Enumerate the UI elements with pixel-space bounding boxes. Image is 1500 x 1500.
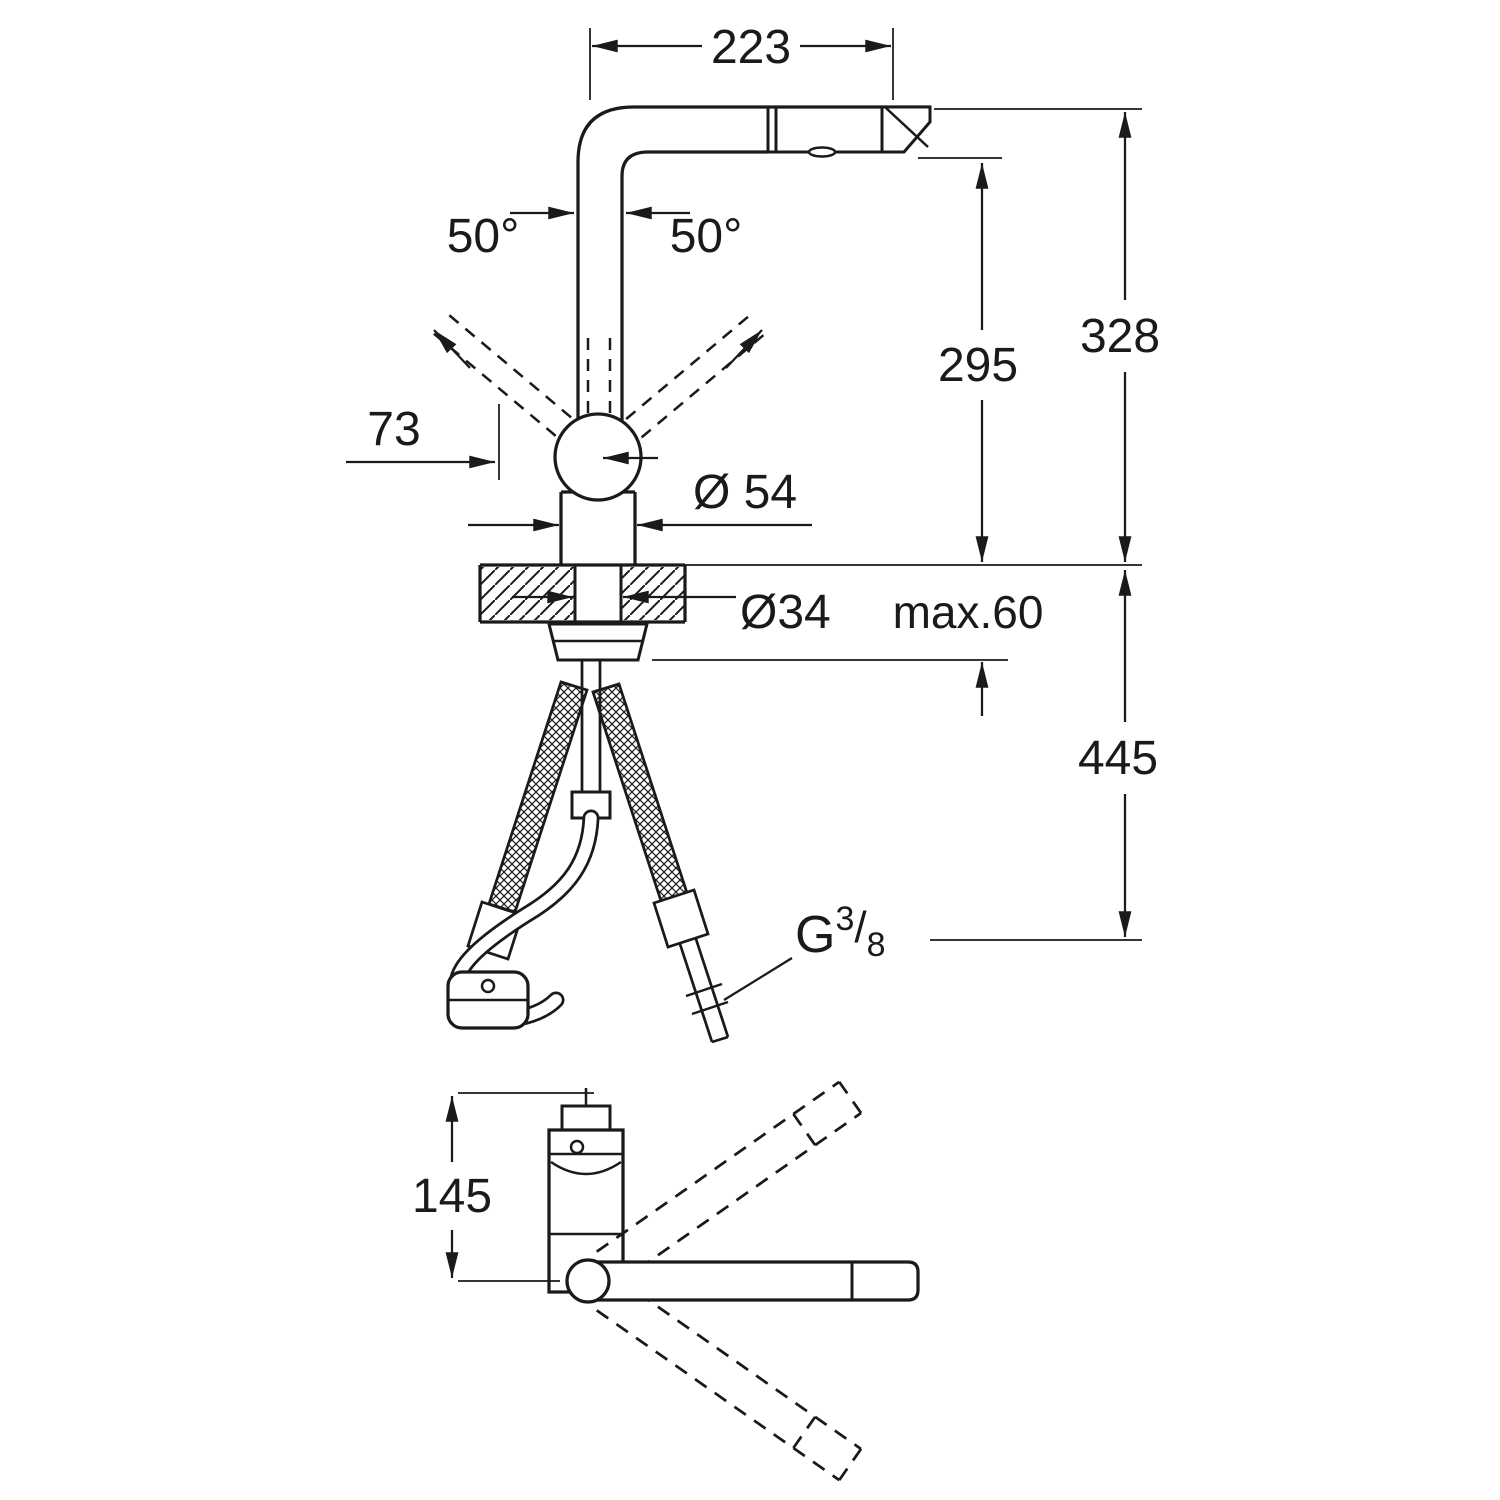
- thread-mark-2: [691, 1000, 729, 1016]
- dimension-73: 73: [346, 403, 658, 480]
- handle-position-neutral: [586, 338, 612, 428]
- faucet-spout-pipe: [576, 105, 930, 430]
- dimension-diameter-34: Ø34: [512, 586, 831, 639]
- spray-button: [807, 146, 837, 158]
- thread-mark-1: [685, 982, 723, 998]
- deck-hatch-right: [621, 567, 685, 620]
- faucet-base-column: [559, 490, 637, 565]
- thread-denominator: 8: [867, 926, 886, 964]
- below-deck-assembly: [446, 565, 730, 1044]
- spout-swivel-up: [595, 1080, 863, 1284]
- dimension-328: 328: [685, 108, 1160, 566]
- dim-g38-label: G3/8: [795, 900, 886, 964]
- deck-cross-section: [478, 563, 687, 624]
- dimension-145: 145: [412, 1092, 594, 1282]
- spout-pivot: [565, 1258, 611, 1304]
- supply-hose-right: [591, 682, 730, 1044]
- spray-head: [766, 105, 932, 158]
- dimension-angle-left: 50°: [433, 206, 574, 369]
- dim-angle-left-label: 50°: [447, 210, 520, 263]
- dim-34-label: Ø34: [740, 586, 831, 639]
- hose-weight: [446, 970, 530, 1030]
- spray-nozzle: [880, 105, 932, 154]
- dim-295-label: 295: [938, 339, 1018, 392]
- hose-nut-right: [652, 888, 710, 949]
- dim-328-label: 328: [1080, 310, 1160, 363]
- thread-slash: /: [854, 903, 867, 952]
- dim-max60-label: max.60: [893, 586, 1044, 638]
- top-view: [547, 1080, 920, 1482]
- dimension-295: 295: [918, 157, 1018, 562]
- dim-145-label: 145: [412, 1170, 492, 1223]
- dim-445-label: 445: [1078, 732, 1158, 785]
- top-view-cap: [560, 1104, 612, 1132]
- dim-angle-right-label: 50°: [670, 210, 743, 263]
- thread-numerator: 3: [835, 900, 854, 938]
- dimension-angle-right: 50°: [626, 206, 763, 369]
- dimension-thread-g38: G3/8: [723, 900, 886, 1001]
- dimension-diameter-54: Ø 54: [468, 466, 812, 532]
- dim-73-label: 73: [367, 403, 420, 456]
- top-view-spout: [586, 1260, 920, 1302]
- dim-54-label: Ø 54: [693, 466, 797, 519]
- deck-hatch-left: [480, 567, 575, 620]
- handle-position-right-50: [618, 315, 765, 445]
- dim-223-label: 223: [711, 21, 791, 74]
- spout-swivel-down: [595, 1278, 863, 1482]
- dimension-max-60: max.60: [652, 586, 1043, 716]
- dimension-223: 223: [589, 21, 894, 100]
- thread-prefix: G: [795, 906, 835, 964]
- handle-position-left-50: [433, 314, 579, 443]
- dimension-445: 445: [930, 570, 1158, 941]
